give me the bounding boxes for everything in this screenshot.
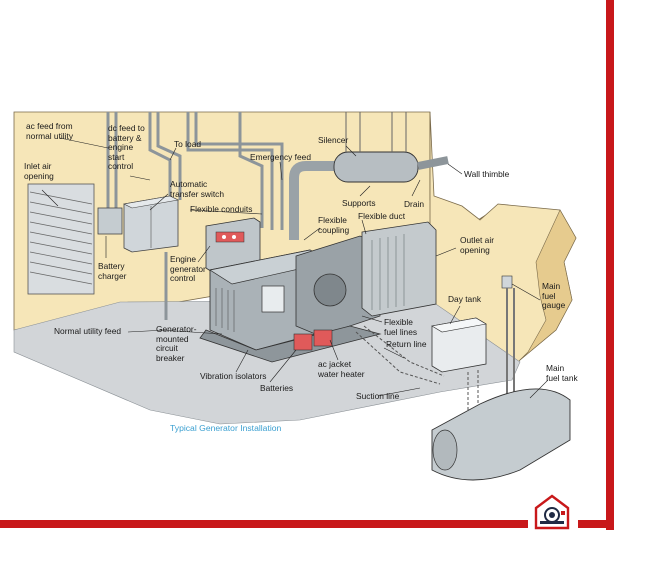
label-ac-jacket-heater: ac jacket water heater bbox=[318, 359, 365, 379]
generator-set-icon bbox=[199, 235, 382, 363]
label-batteries: Batteries bbox=[260, 383, 294, 393]
label-outlet-air: Outlet air opening bbox=[460, 235, 494, 255]
label-flexible-coupling: Flexible coupling bbox=[318, 215, 350, 235]
label-to-load: To load bbox=[174, 139, 202, 149]
label-emergency-feed: Emergency feed bbox=[250, 152, 311, 162]
label-silencer: Silencer bbox=[318, 135, 349, 145]
label-ac-feed: ac feed from normal utility bbox=[26, 121, 74, 141]
label-inlet-air: Inlet air opening bbox=[24, 161, 54, 181]
label-flexible-conduits: Flexible conduits bbox=[190, 204, 253, 214]
label-dc-feed: dc feed to battery & engine start contro… bbox=[108, 123, 145, 172]
right-wall-edge bbox=[519, 209, 577, 361]
frame-border-bottom-right bbox=[578, 520, 614, 528]
label-suction-line: Suction line bbox=[356, 391, 400, 401]
battery-charger-box bbox=[97, 207, 123, 235]
label-ats: Automatic transfer switch bbox=[170, 179, 224, 199]
label-drain: Drain bbox=[404, 199, 425, 209]
exhaust-pipe bbox=[289, 161, 336, 240]
leader-lines bbox=[41, 137, 549, 399]
conduits-icon bbox=[106, 112, 284, 230]
inlet-air-louver-icon bbox=[27, 183, 95, 295]
label-battery-charger: Battery charger bbox=[98, 261, 127, 281]
label-vibration-isolators: Vibration isolators bbox=[200, 371, 267, 381]
label-gen-breaker: Generator- mounted circuit breaker bbox=[156, 324, 197, 363]
label-flexible-duct: Flexible duct bbox=[358, 211, 406, 221]
label-flexible-fuel-lines: Flexible fuel lines bbox=[384, 317, 418, 337]
silencer-icon bbox=[333, 112, 449, 183]
frame-border-bottom bbox=[0, 520, 528, 528]
day-tank-icon bbox=[431, 317, 487, 373]
main-fuel-tank-icon bbox=[431, 388, 571, 481]
label-return-line: Return line bbox=[386, 339, 427, 349]
radiator-icon bbox=[361, 221, 437, 317]
label-supports: Supports bbox=[342, 198, 376, 208]
label-wall-thimble: Wall thimble bbox=[464, 169, 510, 179]
label-main-fuel-tank: Main fuel tank bbox=[546, 363, 578, 383]
figure-caption: Typical Generator Installation bbox=[170, 423, 282, 433]
batteries-icon bbox=[293, 329, 333, 351]
transfer-switch-icon bbox=[123, 195, 179, 253]
label-normal-utility-feed: Normal utility feed bbox=[54, 326, 122, 336]
label-engine-gen-control: Engine generator control bbox=[170, 254, 206, 284]
fuel-lines bbox=[355, 325, 479, 410]
label-main-fuel-gauge: Main fuel gauge bbox=[542, 281, 566, 311]
fuel-gauge-box bbox=[501, 275, 513, 289]
label-day-tank: Day tank bbox=[448, 294, 482, 304]
house-logo-icon bbox=[534, 494, 570, 530]
frame-border-right bbox=[606, 0, 614, 530]
